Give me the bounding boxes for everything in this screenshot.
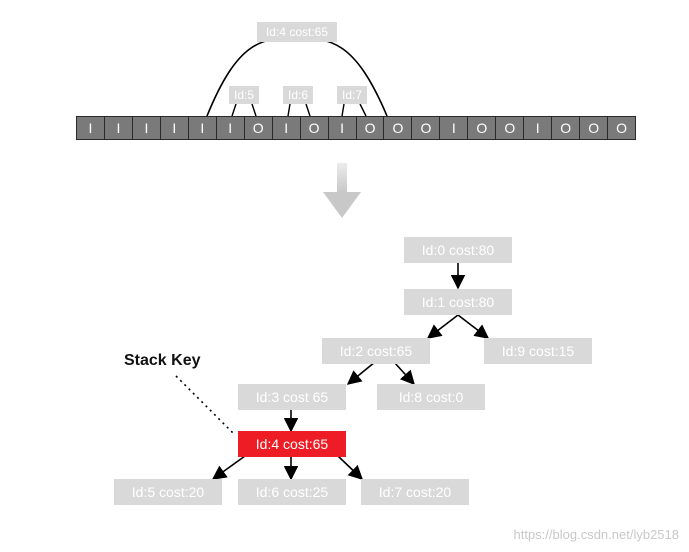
- transform-arrow-icon: [323, 163, 361, 218]
- edge-1-2: [426, 314, 459, 339]
- tree-node-id7: Id:7 cost:20: [361, 479, 469, 505]
- sequence-cell: O: [552, 117, 581, 139]
- tree-node-id0: Id:0 cost:80: [404, 237, 512, 263]
- child-tag-7: Id:7: [337, 86, 367, 104]
- sequence-cell: I: [524, 117, 553, 139]
- sequence-cell: O: [616, 120, 628, 136]
- tree-node-id2: Id:2 cost:65: [322, 338, 430, 364]
- edge-2-3: [346, 361, 376, 385]
- sequence-cell: O: [384, 117, 413, 139]
- sequence-cell: O: [245, 117, 273, 139]
- sequence-cell: I: [189, 117, 217, 139]
- tree-node-id4-stack-key: Id:4 cost:65: [238, 431, 346, 457]
- sequence-cell: I: [161, 117, 189, 139]
- sequence-cell: I: [273, 117, 301, 139]
- sequence-cell: I: [440, 117, 469, 139]
- sequence-cell: O: [357, 117, 385, 139]
- sequence-cell: O: [468, 117, 497, 139]
- tree-node-id1: Id:1 cost:80: [404, 289, 512, 315]
- stack-key-label: Stack Key: [124, 352, 201, 369]
- sequence-cell: O: [580, 117, 609, 139]
- child-bracket-7: [341, 103, 367, 117]
- tree-node-id8: Id:8 cost:0: [377, 384, 485, 410]
- child-bracket-5: [231, 103, 257, 117]
- tree-node-id6: Id:6 cost:25: [238, 479, 346, 505]
- sequence-cell: I: [133, 117, 161, 139]
- child-bracket-6: [287, 103, 311, 117]
- tree-node-id5: Id:5 cost:20: [114, 479, 222, 505]
- sequence-cell: I: [105, 117, 133, 139]
- watermark-text: https://blog.csdn.net/lyb2518: [513, 527, 679, 542]
- sequence-cell: I: [329, 117, 357, 139]
- sequence-cell: I: [77, 117, 105, 139]
- sequence-cell: I: [217, 117, 245, 139]
- child-tag-5: Id:5: [229, 86, 259, 104]
- edge-4-7: [337, 455, 364, 480]
- sequence-row: I I I I I I O I O I O O O I O O I O O O: [76, 116, 636, 140]
- parent-tag: Id:4 cost:65: [257, 22, 337, 42]
- stack-key-pointer: [175, 375, 235, 435]
- sequence-cell: O: [301, 117, 329, 139]
- edge-4-5: [211, 455, 246, 480]
- edge-1-9: [457, 314, 490, 339]
- tree-node-id9: Id:9 cost:15: [484, 338, 592, 364]
- edge-2-8: [393, 361, 415, 386]
- child-tag-6: Id:6: [283, 86, 313, 104]
- sequence-cell: O: [412, 117, 441, 139]
- tree-node-id3: Id:3 cost 65: [238, 384, 346, 410]
- sequence-cell: O: [496, 117, 525, 139]
